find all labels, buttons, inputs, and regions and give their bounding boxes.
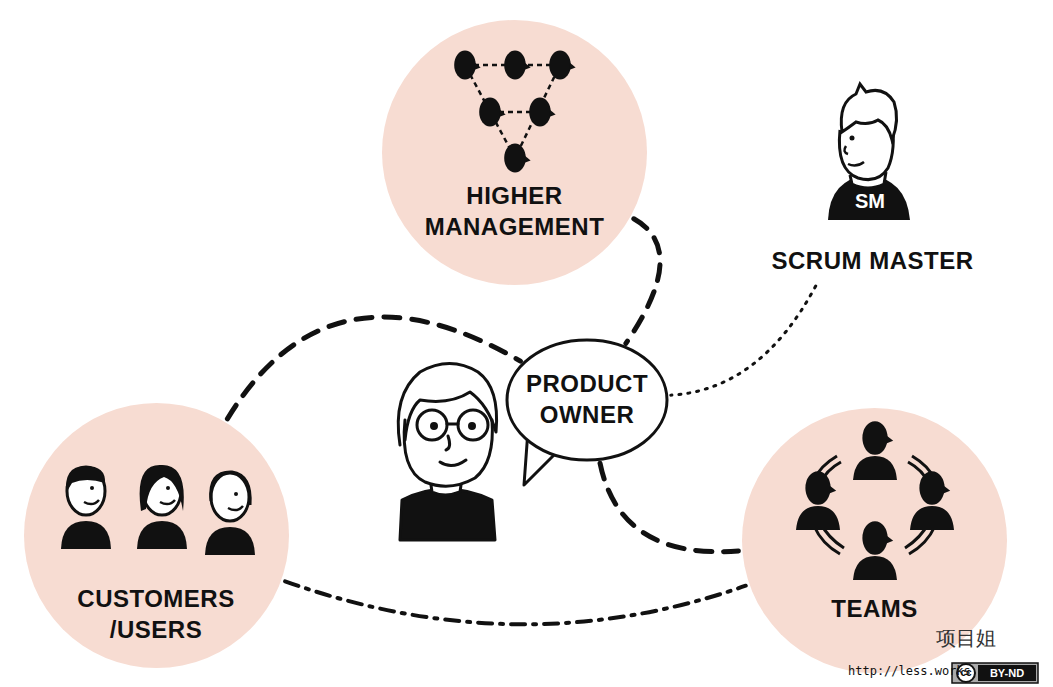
watermark: 项目姐 [936,625,996,652]
relation-line [227,317,520,419]
shirt-initials: SM [852,190,888,213]
license-icon: cc [959,666,973,680]
license-text: BY-ND [981,666,1033,680]
product-owner-figure [398,364,496,541]
role-label: TEAMS [752,593,997,624]
speech-bubble: PRODUCT OWNER [500,335,675,485]
relation-line [626,219,660,344]
role-label: SCRUM MASTER [760,245,985,276]
role-circle: CUSTOMERS /USERS [24,403,289,668]
node-shape [382,20,647,285]
role-label: CUSTOMERS /USERS [56,583,256,645]
role-circle: HIGHER MANAGEMENT [382,20,647,285]
role-figure: SCRUM MASTER [760,80,985,280]
role-label: HIGHER MANAGEMENT [392,180,637,242]
role-label: PRODUCT OWNER [512,368,662,430]
relation-line [671,286,816,395]
source-url: http://less.works [848,664,971,678]
relation-line [600,463,738,551]
relation-line [285,581,746,624]
